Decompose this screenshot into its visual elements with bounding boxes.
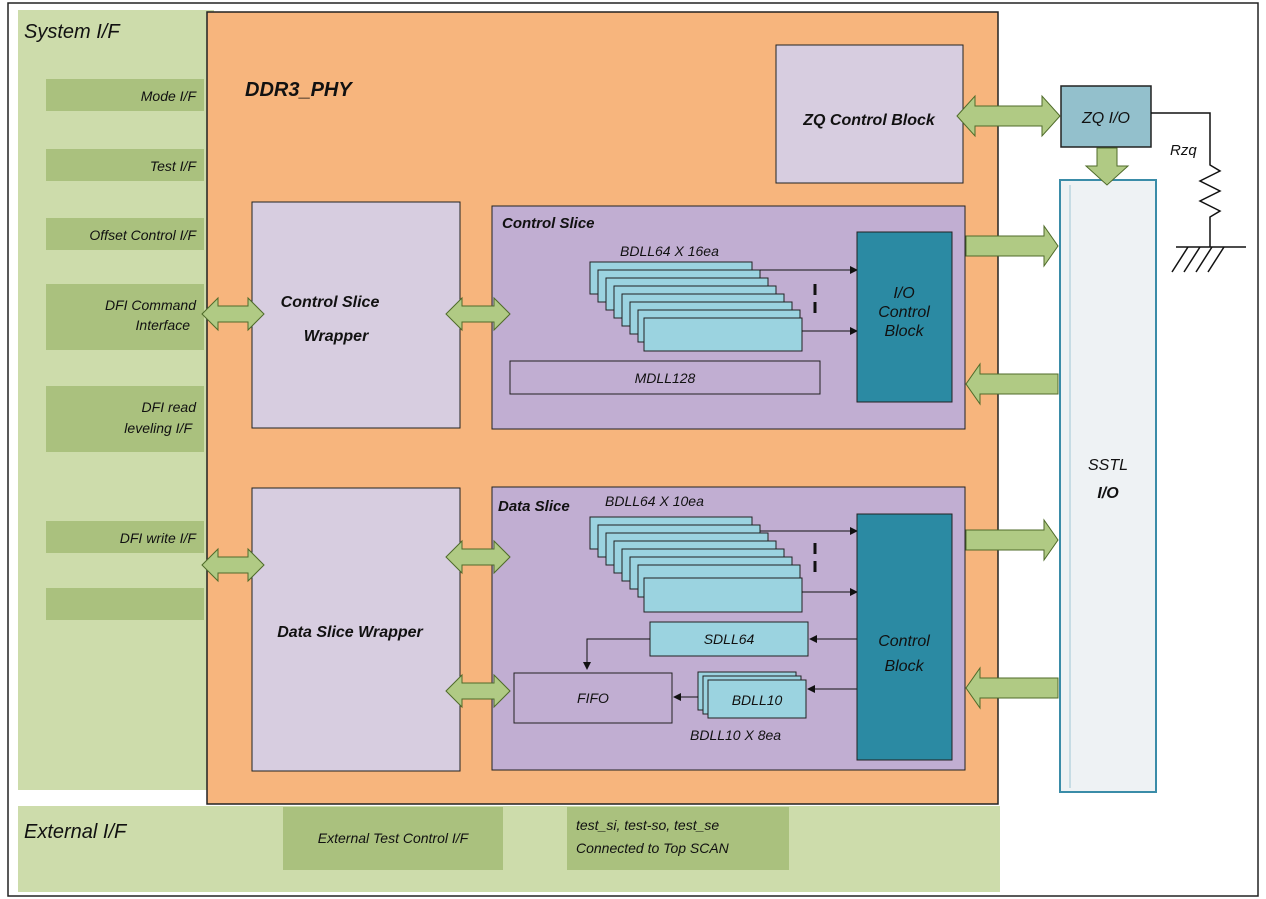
data-slice-wrapper-label: Data Slice Wrapper xyxy=(277,624,423,641)
system-if-item-label: Offset Control I/F xyxy=(89,227,197,243)
external-test-control-if[interactable]: External Test Control I/F xyxy=(283,807,503,870)
system-if-item-label: Interface xyxy=(136,317,191,333)
rzq-resistor-symbol xyxy=(1151,112,1246,273)
fifo-label: FIFO xyxy=(577,690,609,706)
data-wrapper-to-fifo-arrow xyxy=(445,673,511,709)
data-slice-wrapper xyxy=(251,487,461,772)
system-if-items: Mode I/F Test I/F Offset Control I/F DFI… xyxy=(46,79,204,620)
sdll64-block xyxy=(649,621,809,657)
zq-control-to-zq-io-arrow xyxy=(956,94,1061,138)
control-wrapper-to-control-slice-arrow xyxy=(445,296,511,332)
control-slice-wrapper-label-2: Wrapper xyxy=(304,328,369,345)
control-bdll64-stack xyxy=(589,261,803,352)
system-if-item-dfi-read-leveling[interactable]: DFI read leveling I/F xyxy=(46,386,204,452)
zq-io-block xyxy=(1060,85,1152,148)
sstl-label-1: SSTL xyxy=(1088,457,1128,474)
system-if-item-label: Test I/F xyxy=(150,158,198,174)
control-slice-wrapper-label-1: Control Slice xyxy=(281,294,380,311)
external-if-panel xyxy=(18,806,1000,892)
system-if-item-offset-control[interactable]: Offset Control I/F xyxy=(46,218,204,250)
io-control-block-label-1: I/O xyxy=(893,285,914,302)
sdll64-label: SDLL64 xyxy=(704,631,755,647)
bdll10-count-label: BDLL10 X 8ea xyxy=(690,727,781,743)
rzq-label: Rzq xyxy=(1170,142,1197,159)
mdll128-block xyxy=(509,360,821,395)
system-if-item-label: Mode I/F xyxy=(141,88,198,104)
zq-control-block-label: ZQ Control Block xyxy=(802,112,936,129)
data-control-block xyxy=(856,513,953,761)
data-control-block-label-2: Block xyxy=(884,658,924,675)
zq-io-label: ZQ I/O xyxy=(1081,110,1130,127)
data-wrapper-to-data-slice-arrow-upper xyxy=(445,539,511,575)
control-bdll-count-label: BDLL64 X 16ea xyxy=(620,243,719,259)
external-test-control-label: External Test Control I/F xyxy=(318,830,470,846)
scan-note-line-1: test_si, test-so, test_se xyxy=(576,817,719,833)
sdll-to-fifo-arrow xyxy=(583,638,650,670)
control-slice-wrapper xyxy=(251,201,461,429)
ddr3-phy-title: DDR3_PHY xyxy=(245,79,353,101)
dfi-write-to-data-wrapper-arrow xyxy=(201,547,265,583)
system-if-item-label: DFI Command xyxy=(105,297,197,313)
bdll10-label: BDLL10 xyxy=(732,692,783,708)
control-slice-to-sstl-arrow xyxy=(965,224,1059,268)
system-if-item-test[interactable]: Test I/F xyxy=(46,149,204,181)
system-if-item-label: DFI read xyxy=(142,399,198,415)
system-if-item-mode[interactable]: Mode I/F xyxy=(46,79,204,111)
dfi-command-to-control-wrapper-arrow xyxy=(201,296,265,332)
system-if-item-dfi-write[interactable]: DFI write I/F xyxy=(46,521,204,553)
data-bdll64-stack xyxy=(589,516,803,613)
control-slice-title: Control Slice xyxy=(502,215,595,232)
external-if-title: External I/F xyxy=(24,821,128,843)
system-if-item-dfi-command[interactable]: DFI Command Interface xyxy=(46,284,204,350)
system-if-item-label: leveling I/F xyxy=(124,420,193,436)
data-control-block-label-1: Control xyxy=(878,633,930,650)
scan-note-line-2: Connected to Top SCAN xyxy=(576,840,730,856)
sstl-to-data-slice-arrow xyxy=(965,666,1059,710)
data-slice-to-sstl-arrow xyxy=(965,518,1059,562)
io-control-block-label-3: Block xyxy=(884,323,924,340)
io-control-block xyxy=(856,231,953,403)
scan-chain-note: test_si, test-so, test_se Connected to T… xyxy=(567,807,789,870)
zq-control-block xyxy=(775,44,964,184)
fifo-block xyxy=(513,672,673,724)
data-bdll-count-label: BDLL64 X 10ea xyxy=(605,493,704,509)
bdll10-stack xyxy=(697,671,807,719)
data-slice-title: Data Slice xyxy=(498,498,570,515)
sstl-io-column xyxy=(1059,179,1157,793)
io-control-block-label-2: Control xyxy=(878,304,930,321)
zq-io-to-sstl-arrow xyxy=(1084,147,1130,186)
sstl-label-2: I/O xyxy=(1097,485,1119,502)
system-if-item-empty[interactable] xyxy=(46,588,204,620)
mdll128-label: MDLL128 xyxy=(635,370,696,386)
system-if-title: System I/F xyxy=(24,21,121,43)
system-if-item-label: DFI write I/F xyxy=(120,530,198,546)
sstl-to-control-slice-arrow xyxy=(965,362,1059,406)
